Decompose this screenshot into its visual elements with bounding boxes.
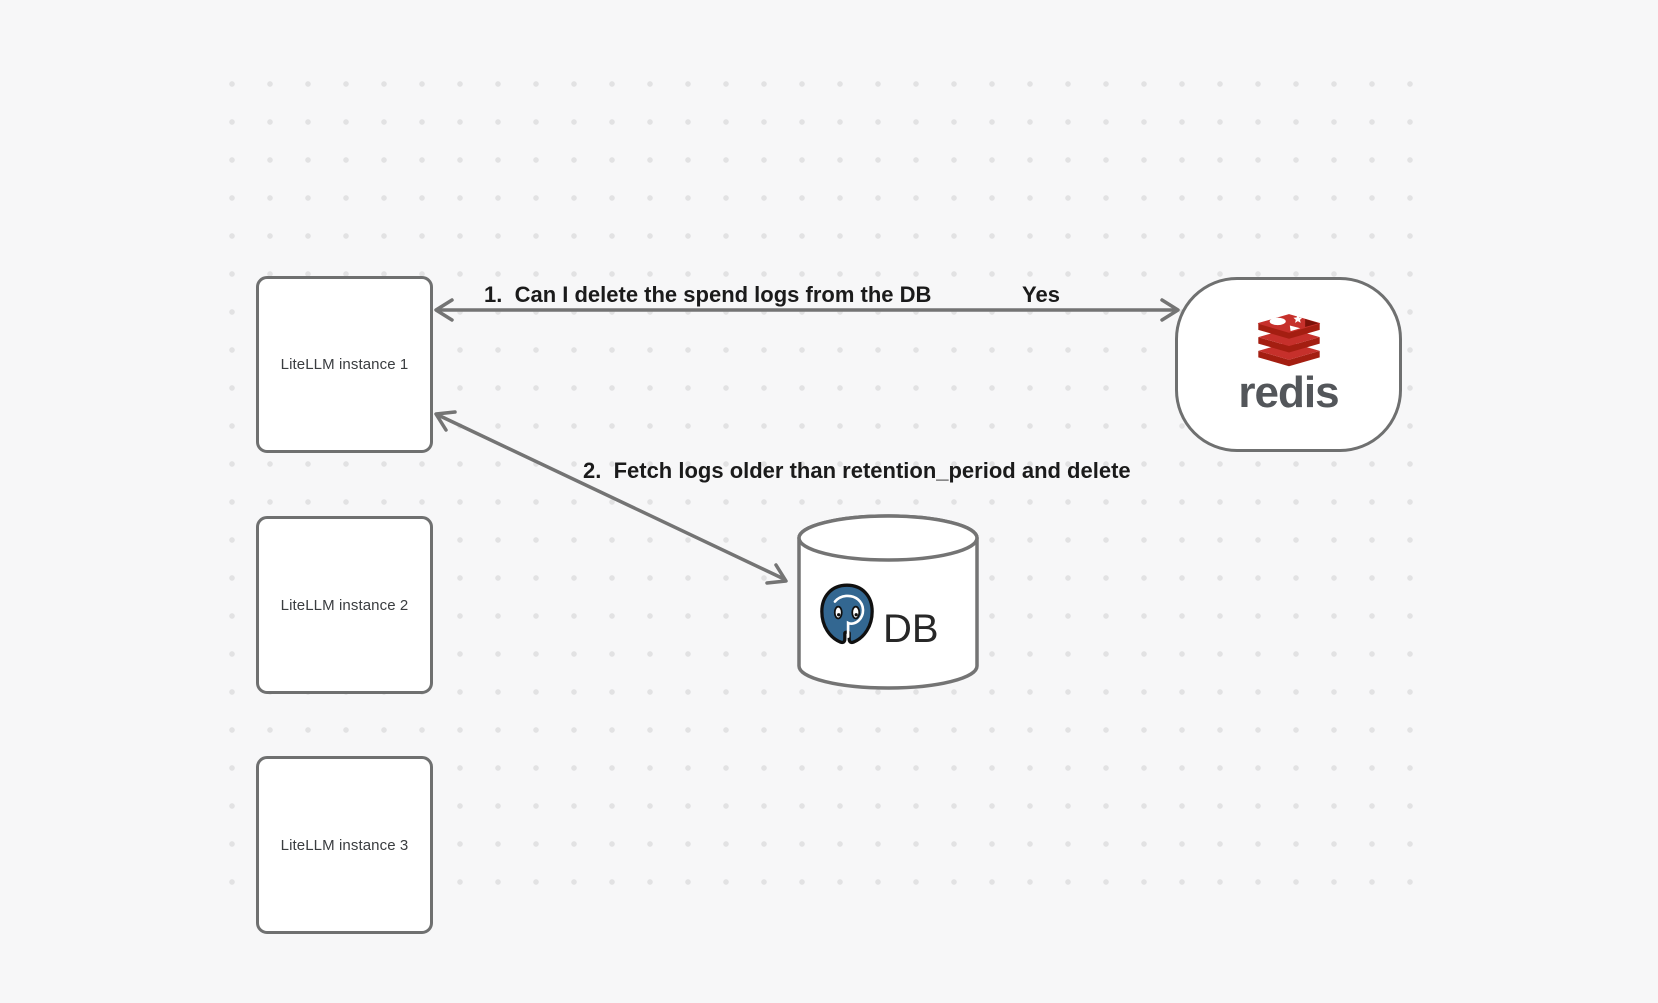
arrowhead-left bbox=[434, 298, 454, 322]
arrowhead-right bbox=[1160, 298, 1180, 322]
database-content: DB bbox=[812, 580, 939, 656]
redis-wordmark: redis bbox=[1238, 368, 1339, 417]
node-litellm-instance-2-label: LiteLLM instance 2 bbox=[280, 596, 409, 614]
node-redis[interactable]: redis bbox=[1175, 277, 1402, 452]
arrowhead-bottom bbox=[765, 563, 788, 585]
node-litellm-instance-1[interactable]: LiteLLM instance 1 bbox=[256, 276, 433, 453]
edge1-reply-label[interactable]: Yes bbox=[1022, 282, 1060, 307]
arrowhead-top bbox=[434, 410, 457, 432]
node-litellm-instance-2[interactable]: LiteLLM instance 2 bbox=[256, 516, 433, 694]
redis-logo-icon bbox=[1257, 314, 1320, 367]
arrow-shaft bbox=[436, 413, 786, 581]
edge-litellm1-to-db[interactable] bbox=[434, 410, 788, 585]
node-litellm-instance-3-label: LiteLLM instance 3 bbox=[280, 836, 409, 854]
node-litellm-instance-3[interactable]: LiteLLM instance 3 bbox=[256, 756, 433, 934]
database-label: DB bbox=[883, 607, 939, 651]
edge2-step-label[interactable]: 2. Fetch logs older than retention_perio… bbox=[583, 458, 1131, 483]
postgresql-elephant-icon bbox=[814, 581, 880, 652]
edge-redis-to-litellm1[interactable] bbox=[434, 298, 1180, 322]
edge1-step-label[interactable]: 1. Can I delete the spend logs from the … bbox=[484, 282, 932, 307]
node-litellm-instance-1-label: LiteLLM instance 1 bbox=[280, 356, 409, 373]
